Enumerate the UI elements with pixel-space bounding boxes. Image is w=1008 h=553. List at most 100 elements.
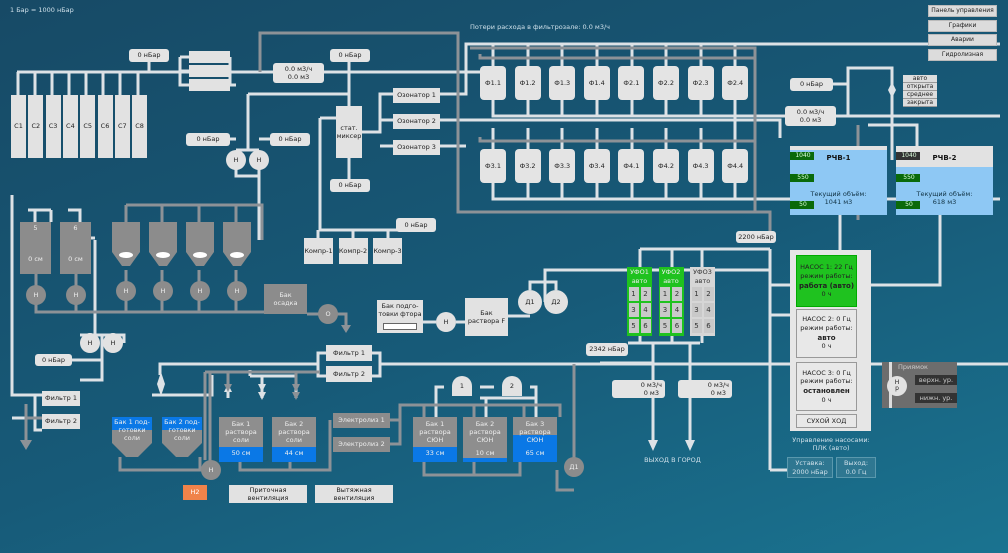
salt-prep-tank-2[interactable] [162, 417, 202, 459]
source-6[interactable]: С6 [97, 95, 113, 158]
uv-lamp-1[interactable]: 1 [691, 287, 702, 301]
ventilation-1[interactable]: Вытяжная вентиляция [315, 485, 393, 503]
pump-h-tank-5[interactable]: Н [26, 285, 46, 305]
uv-lamp-5[interactable]: 5 [660, 319, 670, 333]
valve-mode-3[interactable]: закрыта [903, 99, 937, 107]
uv-lamp-6[interactable]: 6 [672, 319, 682, 333]
source-1[interactable]: С1 [11, 95, 26, 158]
hopper-1[interactable] [112, 222, 140, 274]
filter-Ф1.4[interactable]: Ф1.4 [583, 66, 610, 100]
uv-lamp-4[interactable]: 4 [640, 303, 651, 317]
pump-h-hopper-3[interactable]: Н [190, 281, 210, 301]
salt-prep-tank-1[interactable] [112, 417, 152, 459]
pump-h-fluor[interactable]: Н [436, 312, 456, 332]
ozonator-1[interactable]: Озонатор 1 [393, 88, 440, 103]
uv-lamp-4[interactable]: 4 [703, 303, 714, 317]
filter-Ф1.3[interactable]: Ф1.3 [549, 66, 576, 100]
compressor-1[interactable]: Компр-1 [304, 238, 333, 264]
compressor-3[interactable]: Компр-3 [373, 238, 402, 264]
sediment-tank[interactable]: Бак осадка [264, 284, 307, 314]
pump-h-tank-6[interactable]: Н [66, 285, 86, 305]
pump-h-hopper-1[interactable]: Н [116, 281, 136, 301]
pump-h-hopper-2[interactable]: Н [153, 281, 173, 301]
fluor-solution-tank[interactable]: Бак раствора F [465, 298, 508, 336]
source-2[interactable]: С2 [28, 95, 44, 158]
uv-lamp-2[interactable]: 2 [672, 287, 682, 301]
uv-lamp-3[interactable]: 3 [660, 303, 670, 317]
doser-d2[interactable]: Д2 [544, 290, 568, 314]
filter-Ф3.2[interactable]: Ф3.2 [514, 149, 541, 183]
ozonator-2[interactable]: Озонатор 2 [393, 114, 440, 129]
filter-Ф3.3[interactable]: Ф3.3 [549, 149, 576, 183]
valve-mode-2[interactable]: среднее [903, 91, 937, 99]
nav-button-2[interactable]: Аварии [928, 34, 997, 46]
hopper-3[interactable] [186, 222, 214, 274]
left-filter-1[interactable]: Фильтр 1 [42, 391, 80, 406]
filter-Ф2.4[interactable]: Ф2.4 [722, 66, 749, 100]
inlet-filter-2[interactable] [189, 79, 230, 91]
nav-button-1[interactable]: Графики [928, 19, 997, 32]
hopper-2[interactable] [149, 222, 177, 274]
filter-Ф1.1[interactable]: Ф1.1 [480, 66, 506, 100]
filter-Ф2.2[interactable]: Ф2.2 [653, 66, 679, 100]
hypo-pump-1[interactable]: 1 [452, 376, 472, 396]
uv-lamp-2[interactable]: 2 [703, 287, 714, 301]
electrolyser-1[interactable]: Электролиз 1 [333, 413, 390, 428]
filter-Ф4.3[interactable]: Ф4.3 [687, 149, 714, 183]
fluor-prep-tank[interactable]: Бак подго- товки фтора [377, 300, 423, 333]
filter-Ф1.2[interactable]: Ф1.2 [514, 66, 541, 100]
pump-o[interactable]: О [318, 304, 338, 324]
nav-button-3[interactable]: Гидролизная [928, 48, 997, 61]
filter-Ф4.1[interactable]: Ф4.1 [618, 149, 645, 183]
mid-filter-2[interactable]: Фильтр 2 [326, 366, 372, 382]
pump-h-wash-0[interactable]: Н [80, 333, 100, 353]
source-4[interactable]: С4 [62, 95, 78, 158]
source-5[interactable]: С5 [80, 95, 96, 158]
filter-Ф2.1[interactable]: Ф2.1 [618, 66, 645, 100]
filter-Ф3.4[interactable]: Ф3.4 [583, 149, 610, 183]
setpoint[interactable]: Уставка: 2000 нБар [787, 457, 833, 478]
nav-button-0[interactable]: Панель управления [928, 5, 997, 17]
pump-h-hopper-4[interactable]: Н [227, 281, 247, 301]
inlet-filter-1[interactable] [189, 65, 230, 77]
uv-lamp-3[interactable]: 3 [628, 303, 639, 317]
ventilation-0[interactable]: Приточная вентиляция [229, 485, 307, 503]
uv-lamp-5[interactable]: 5 [628, 319, 639, 333]
uv-lamp-6[interactable]: 6 [703, 319, 714, 333]
pit-pump[interactable]: Н р [887, 376, 907, 396]
source-8[interactable]: С8 [132, 95, 148, 158]
uv-lamp-2[interactable]: 2 [640, 287, 651, 301]
filter-Ф2.3[interactable]: Ф2.3 [687, 66, 714, 100]
valve-mode-0[interactable]: авто [903, 75, 937, 83]
h2-sensor[interactable]: Н2 [183, 485, 207, 500]
valve-mode-1[interactable]: открыта [903, 83, 937, 91]
filter-Ф4.2[interactable]: Ф4.2 [653, 149, 679, 183]
source-3[interactable]: С3 [45, 95, 61, 158]
filter-Ф4.4[interactable]: Ф4.4 [722, 149, 749, 183]
ozonator-3[interactable]: Озонатор 3 [393, 140, 440, 155]
left-filter-2[interactable]: Фильтр 2 [42, 414, 80, 429]
compressor-2[interactable]: Компр-2 [338, 238, 368, 264]
doser-d1[interactable]: Д1 [518, 290, 542, 314]
electrolyser-2[interactable]: Электролиз 2 [333, 437, 390, 452]
source-7[interactable]: С7 [114, 95, 130, 158]
pump-h-inlet-0[interactable]: Н [226, 150, 246, 170]
uv-lamp-6[interactable]: 6 [640, 319, 651, 333]
pump-h-wash-1[interactable]: Н [103, 333, 123, 353]
uv-lamp-4[interactable]: 4 [672, 303, 682, 317]
uv-lamp-3[interactable]: 3 [691, 303, 702, 317]
